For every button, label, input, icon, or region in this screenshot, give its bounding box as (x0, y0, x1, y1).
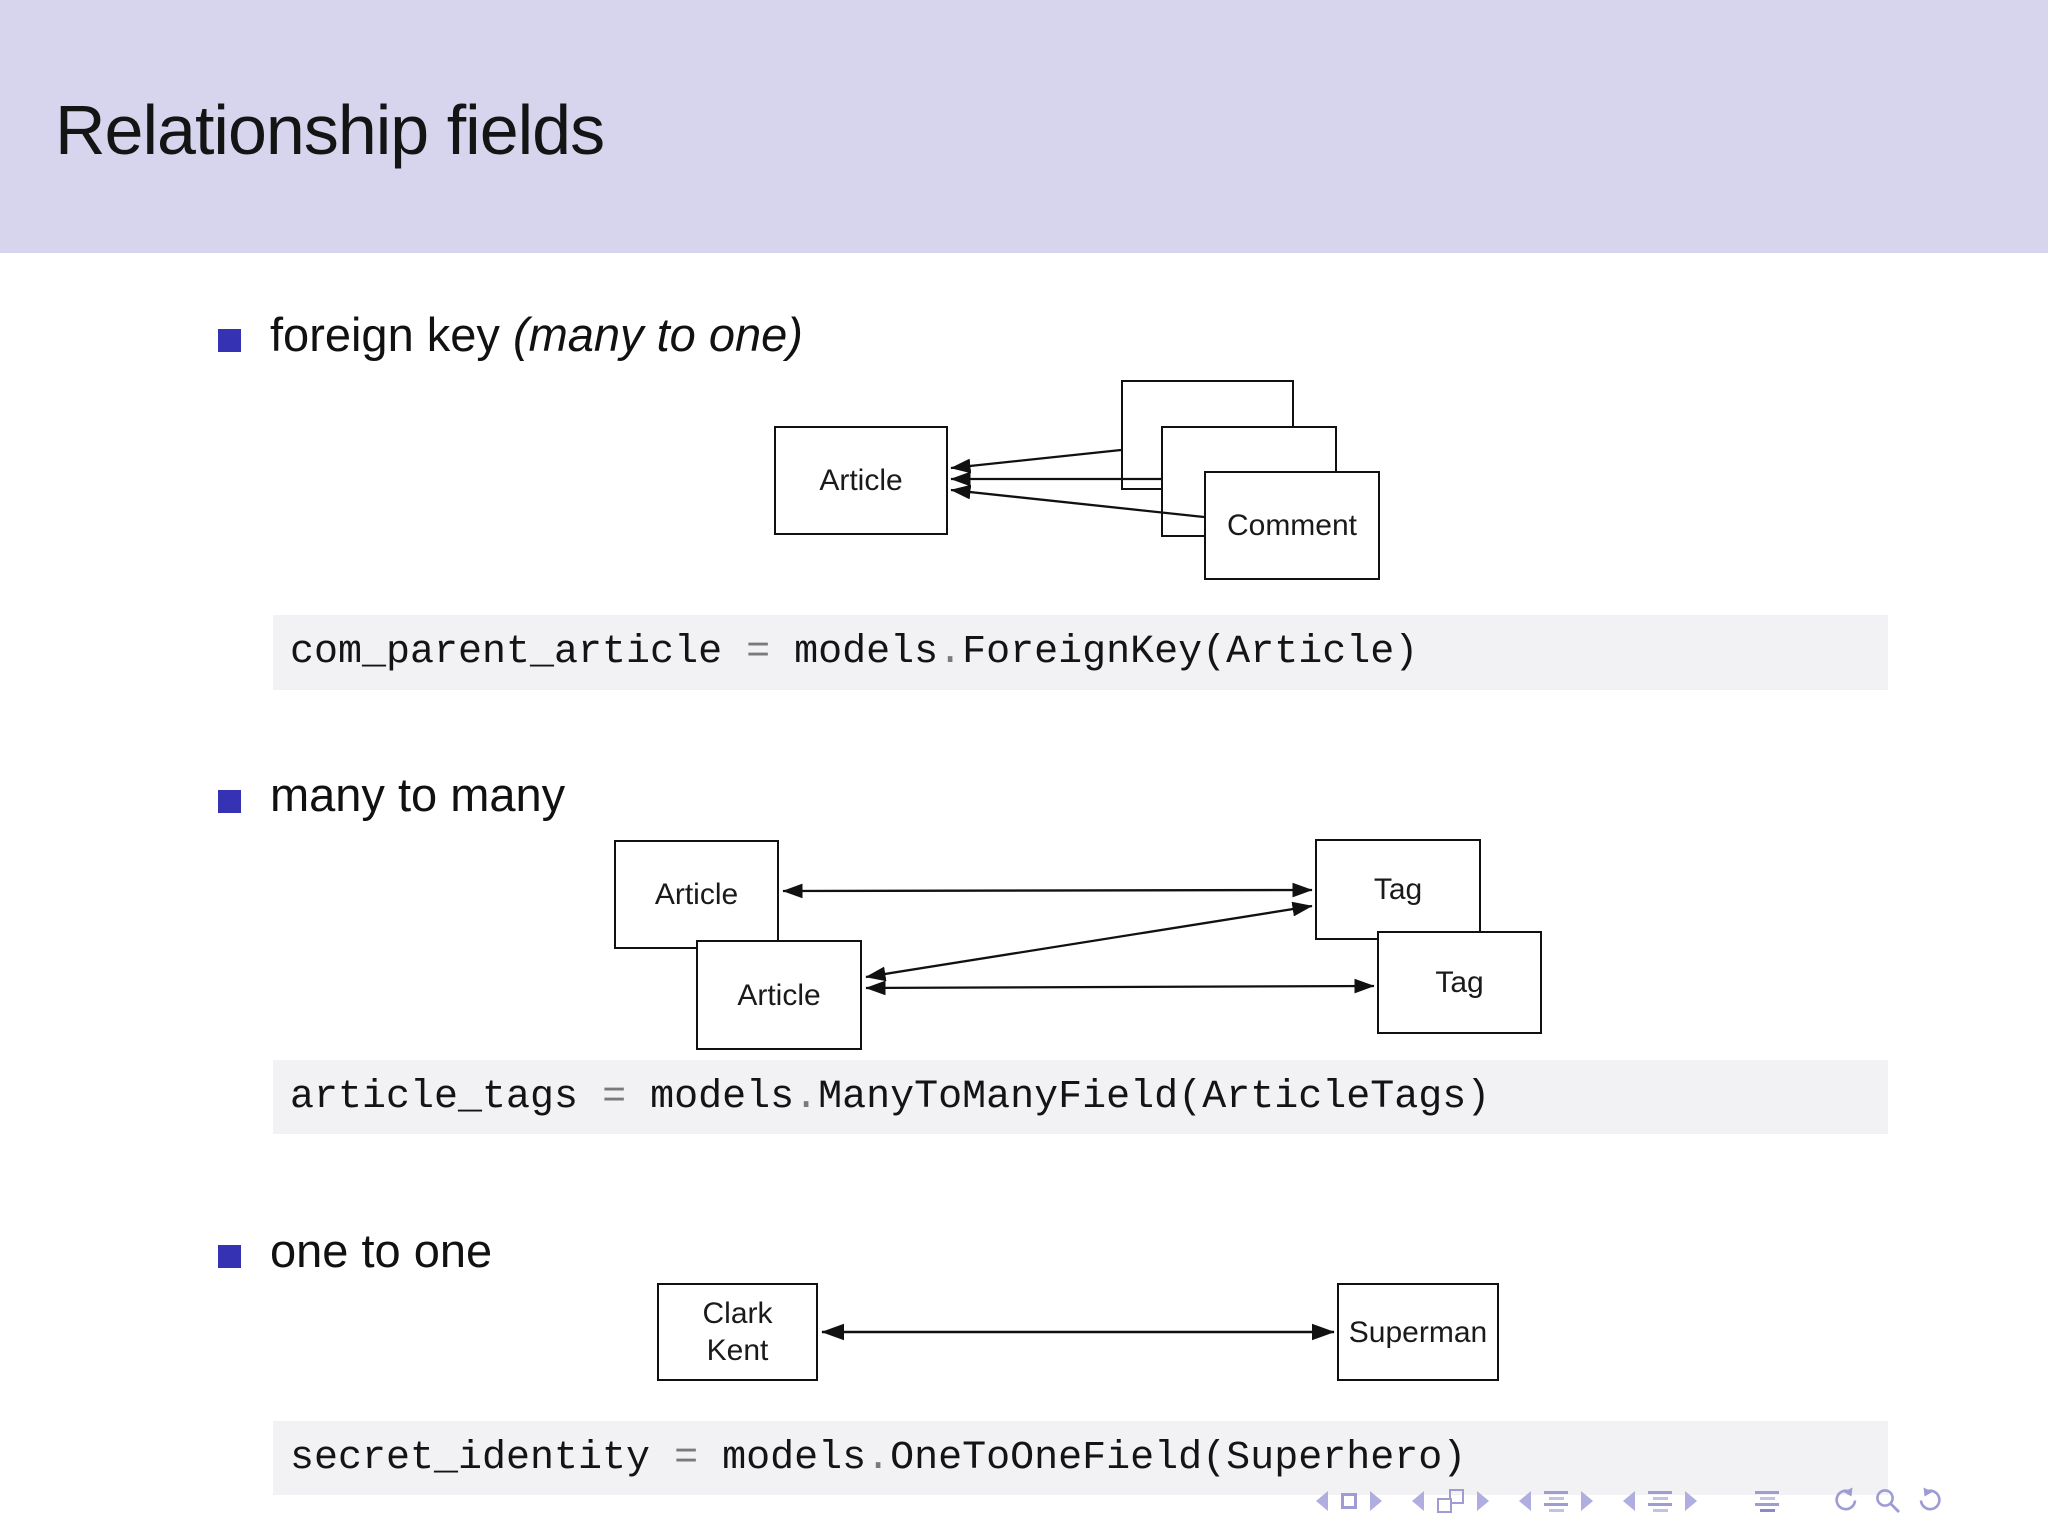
overlays-icon[interactable] (1437, 1489, 1464, 1513)
box-label: Clark (702, 1297, 773, 1330)
history-forward-icon[interactable] (1917, 1486, 1947, 1516)
article-box-back: Article (614, 840, 779, 949)
prev-slide-icon[interactable] (1316, 1491, 1328, 1511)
box-label: Tag (1435, 966, 1484, 999)
section-toc-icon[interactable] (1544, 1490, 1568, 1512)
tag-box-back: Tag (1315, 839, 1481, 940)
next-subsection-icon[interactable] (1685, 1491, 1697, 1511)
prev-section-icon[interactable] (1519, 1491, 1531, 1511)
bullet-label-italic: (many to one) (512, 308, 803, 361)
bullet-item-one-to-one: one to one (270, 1224, 492, 1278)
bullet-label: foreign key (270, 308, 513, 361)
box-label: Comment (1226, 509, 1358, 542)
box-label: Article (737, 978, 821, 1012)
beamer-navigation-bar (1316, 1484, 1947, 1518)
search-icon[interactable] (1873, 1486, 1903, 1516)
history-back-icon[interactable] (1829, 1486, 1859, 1516)
comment-box-front: Comment (1204, 471, 1380, 580)
box-label: Article (819, 464, 903, 497)
bullet-item-many-to-many: many to many (270, 768, 565, 822)
box-label: Article (654, 878, 739, 911)
code-text: com_parent_article = models.ForeignKey(A… (290, 630, 1419, 675)
code-block-many-to-many: article_tags = models.ManyToManyField(Ar… (273, 1060, 1888, 1134)
subsection-toc-icon[interactable] (1648, 1490, 1672, 1512)
article-box: Article (774, 426, 948, 535)
code-block-one-to-one: secret_identity = models.OneToOneField(S… (273, 1421, 1888, 1495)
box-label: Kent (706, 1334, 769, 1367)
bullet-square-icon (218, 790, 241, 813)
bullet-label: many to many (270, 768, 566, 821)
header-band (0, 0, 2048, 253)
next-overlay-icon[interactable] (1477, 1491, 1489, 1511)
box-label: Tag (1373, 873, 1423, 906)
prev-overlay-icon[interactable] (1412, 1491, 1424, 1511)
bullet-item-foreign-key: foreign key (many to one) (270, 308, 803, 362)
code-text: secret_identity = models.OneToOneField(S… (290, 1435, 1467, 1481)
tag-box-front: Tag (1377, 931, 1542, 1034)
code-text: article_tags = models.ManyToManyField(Ar… (290, 1074, 1491, 1120)
code-block-foreign-key: com_parent_article = models.ForeignKey(A… (273, 615, 1888, 690)
next-section-icon[interactable] (1581, 1491, 1593, 1511)
bullet-square-icon (218, 329, 241, 352)
appendix-toc-icon[interactable] (1755, 1490, 1779, 1512)
next-slide-icon[interactable] (1370, 1491, 1382, 1511)
page-title: Relationship fields (55, 91, 605, 169)
bullet-label: one to one (270, 1224, 493, 1277)
superman-box: Superman (1337, 1283, 1499, 1381)
bullet-square-icon (218, 1245, 241, 1268)
slide-icon[interactable] (1341, 1493, 1357, 1509)
prev-subsection-icon[interactable] (1623, 1491, 1635, 1511)
article-box-front: Article (696, 940, 862, 1050)
box-label: Superman (1348, 1315, 1488, 1349)
